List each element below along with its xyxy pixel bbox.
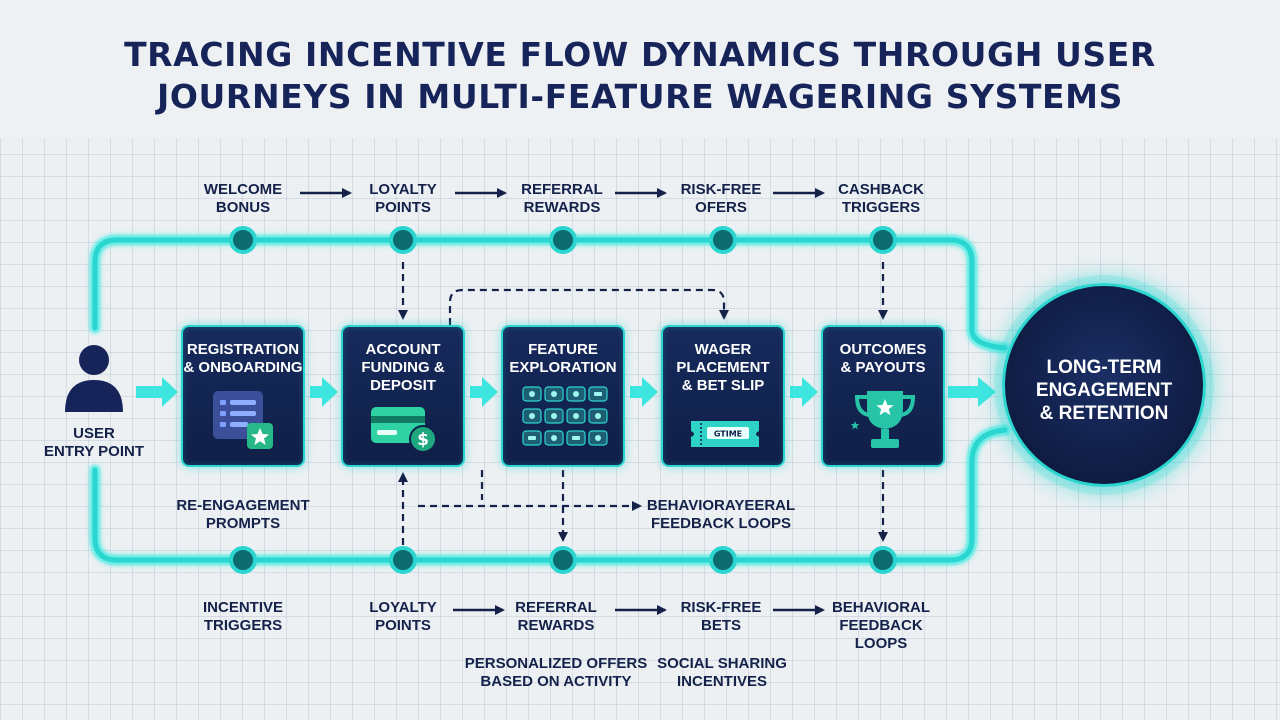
form-checklist-icon bbox=[213, 391, 273, 449]
page-title: TRACING INCENTIVE FLOW DYNAMICS THROUGH … bbox=[124, 35, 1156, 116]
top-incentive-rail bbox=[89, 234, 1011, 354]
stage-title: OUTCOMES& PAYOUTS bbox=[839, 341, 927, 376]
top-rail-nodes bbox=[229, 226, 897, 254]
stage-outcomes-payouts: OUTCOMES& PAYOUTS bbox=[821, 325, 945, 467]
trophy-icon bbox=[850, 391, 916, 448]
dashed-connectors bbox=[398, 262, 888, 545]
stage-title: REGISTRATION& ONBOARDING bbox=[183, 341, 303, 376]
feature-grid-icon bbox=[522, 386, 608, 446]
svg-text:GTIME: GTIME bbox=[714, 430, 742, 439]
stage-registration-onboarding: REGISTRATION& ONBOARDING bbox=[181, 325, 305, 467]
credit-card-icon: $ bbox=[371, 407, 437, 453]
main-flow-arrows bbox=[136, 377, 996, 407]
bottom-incentive-rail bbox=[89, 424, 1011, 566]
bet-slip-ticket-icon: GTIME bbox=[691, 421, 759, 447]
user-icon bbox=[65, 345, 123, 412]
title-band bbox=[0, 0, 1280, 138]
bottom-rail-nodes bbox=[229, 546, 897, 574]
svg-text:$: $ bbox=[417, 430, 429, 450]
